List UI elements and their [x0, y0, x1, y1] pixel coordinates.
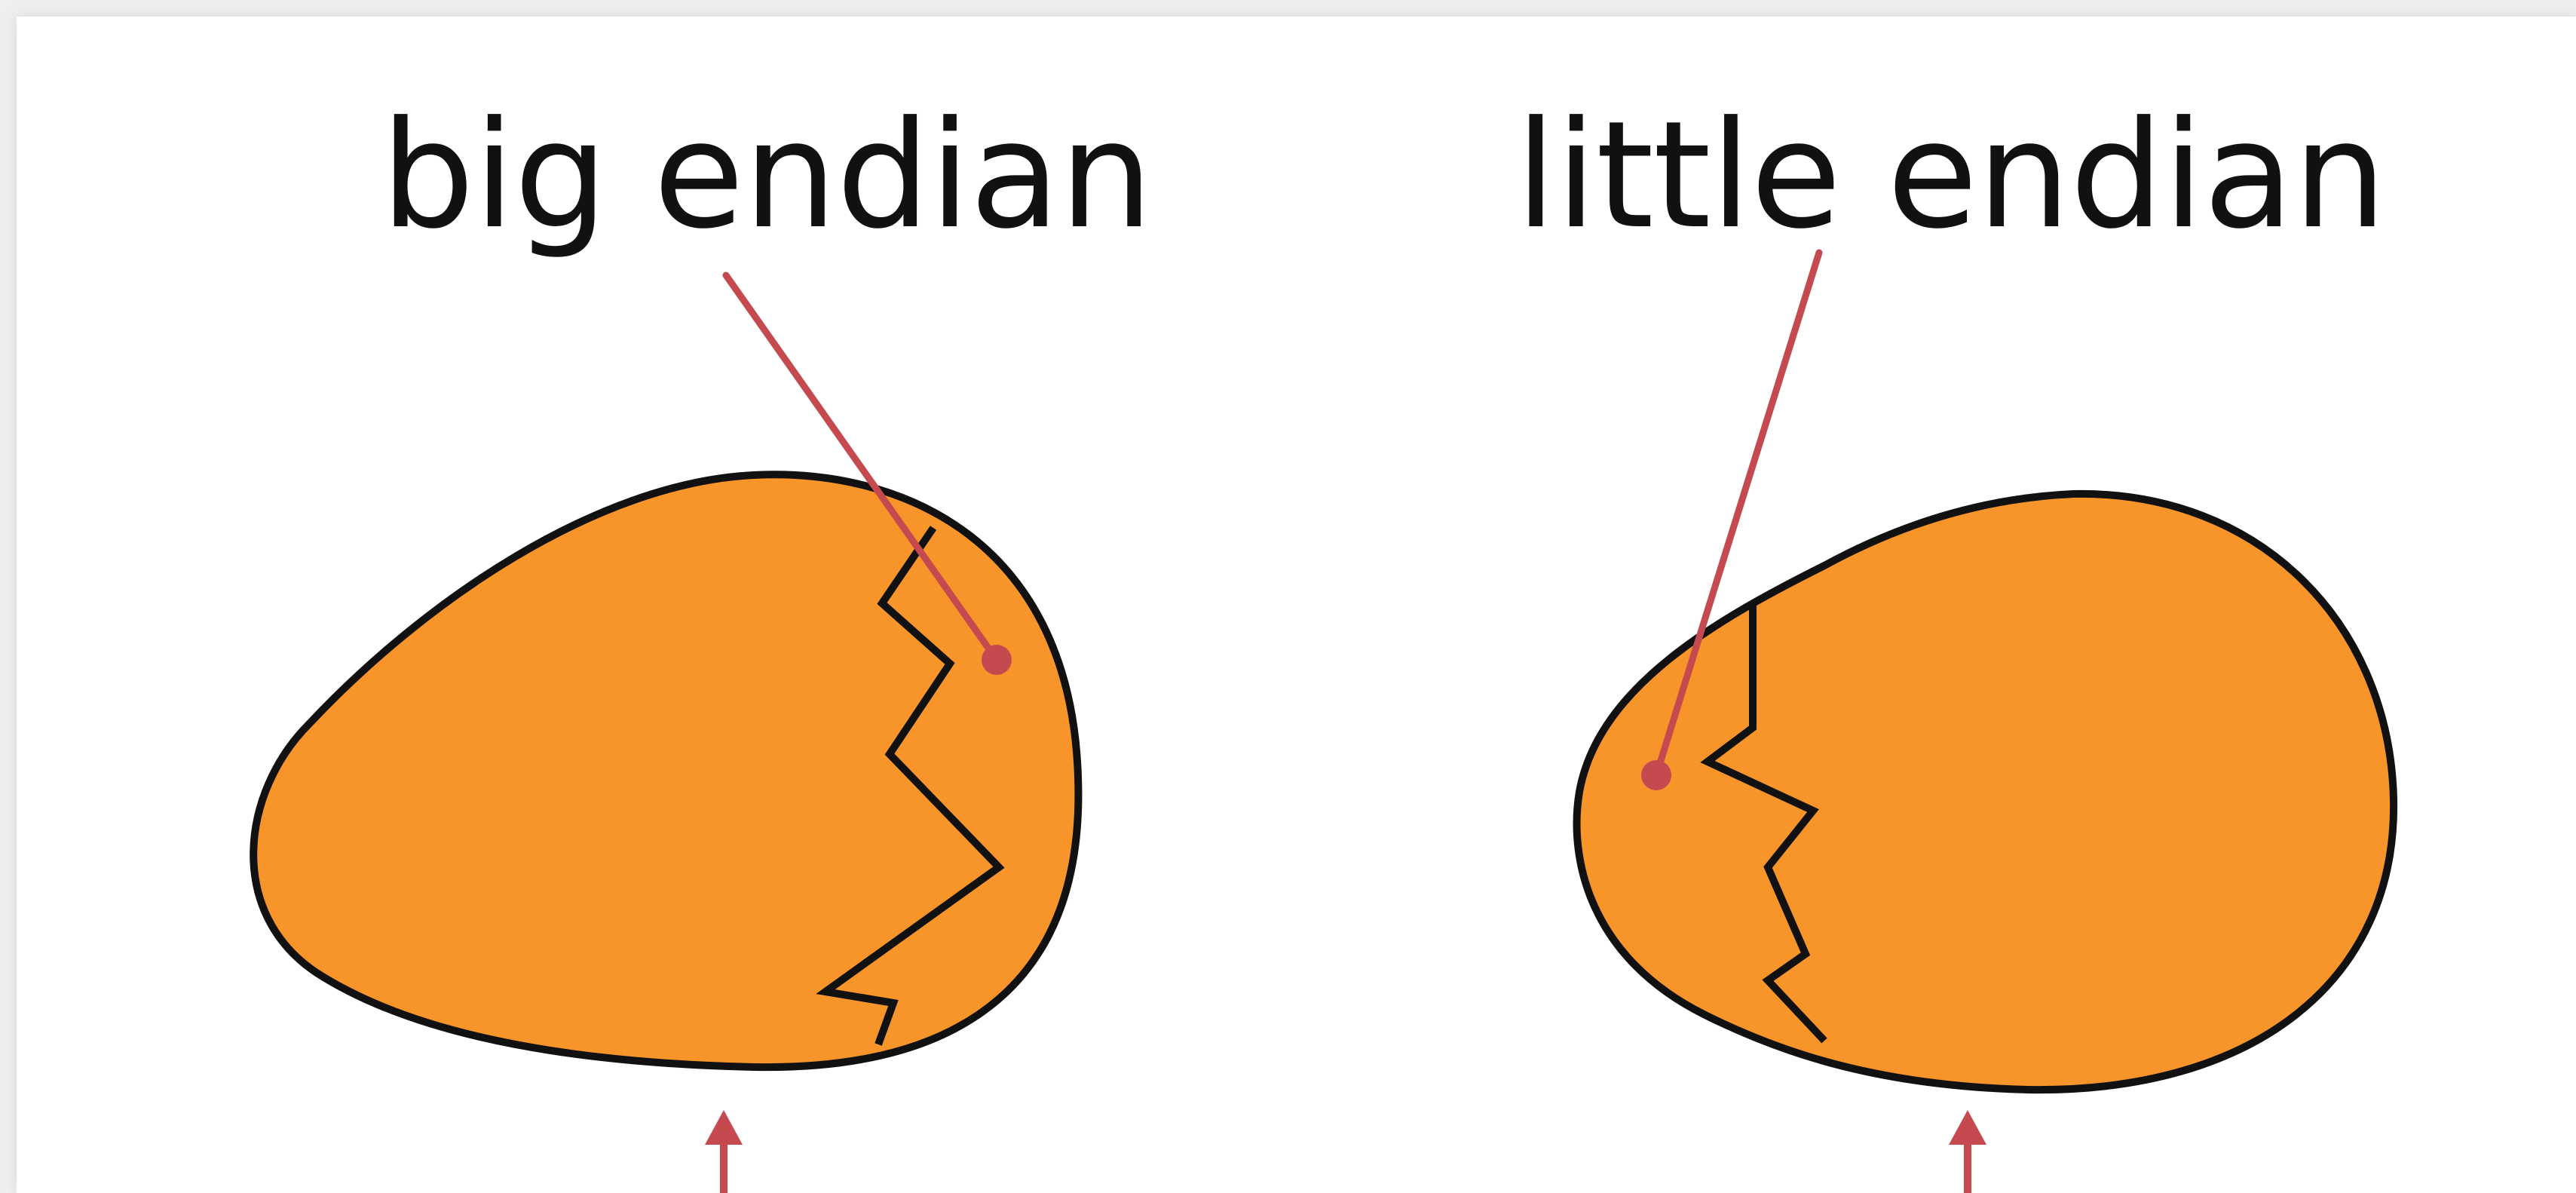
- big-endian-egg: [253, 474, 1078, 1067]
- big-endian-egg-shell: [253, 474, 1078, 1067]
- little-endian-pointer-dot: [1641, 760, 1671, 790]
- big-endian-pointer-dot: [982, 645, 1012, 675]
- right-up-arrow: [1949, 1110, 1986, 1193]
- little-endian-label: little endian: [1515, 90, 2386, 262]
- left-up-arrow: [705, 1110, 743, 1193]
- big-endian-label: big endian: [381, 90, 1153, 262]
- little-endian-egg: [1577, 494, 2394, 1090]
- little-endian-egg-shell: [1577, 494, 2394, 1090]
